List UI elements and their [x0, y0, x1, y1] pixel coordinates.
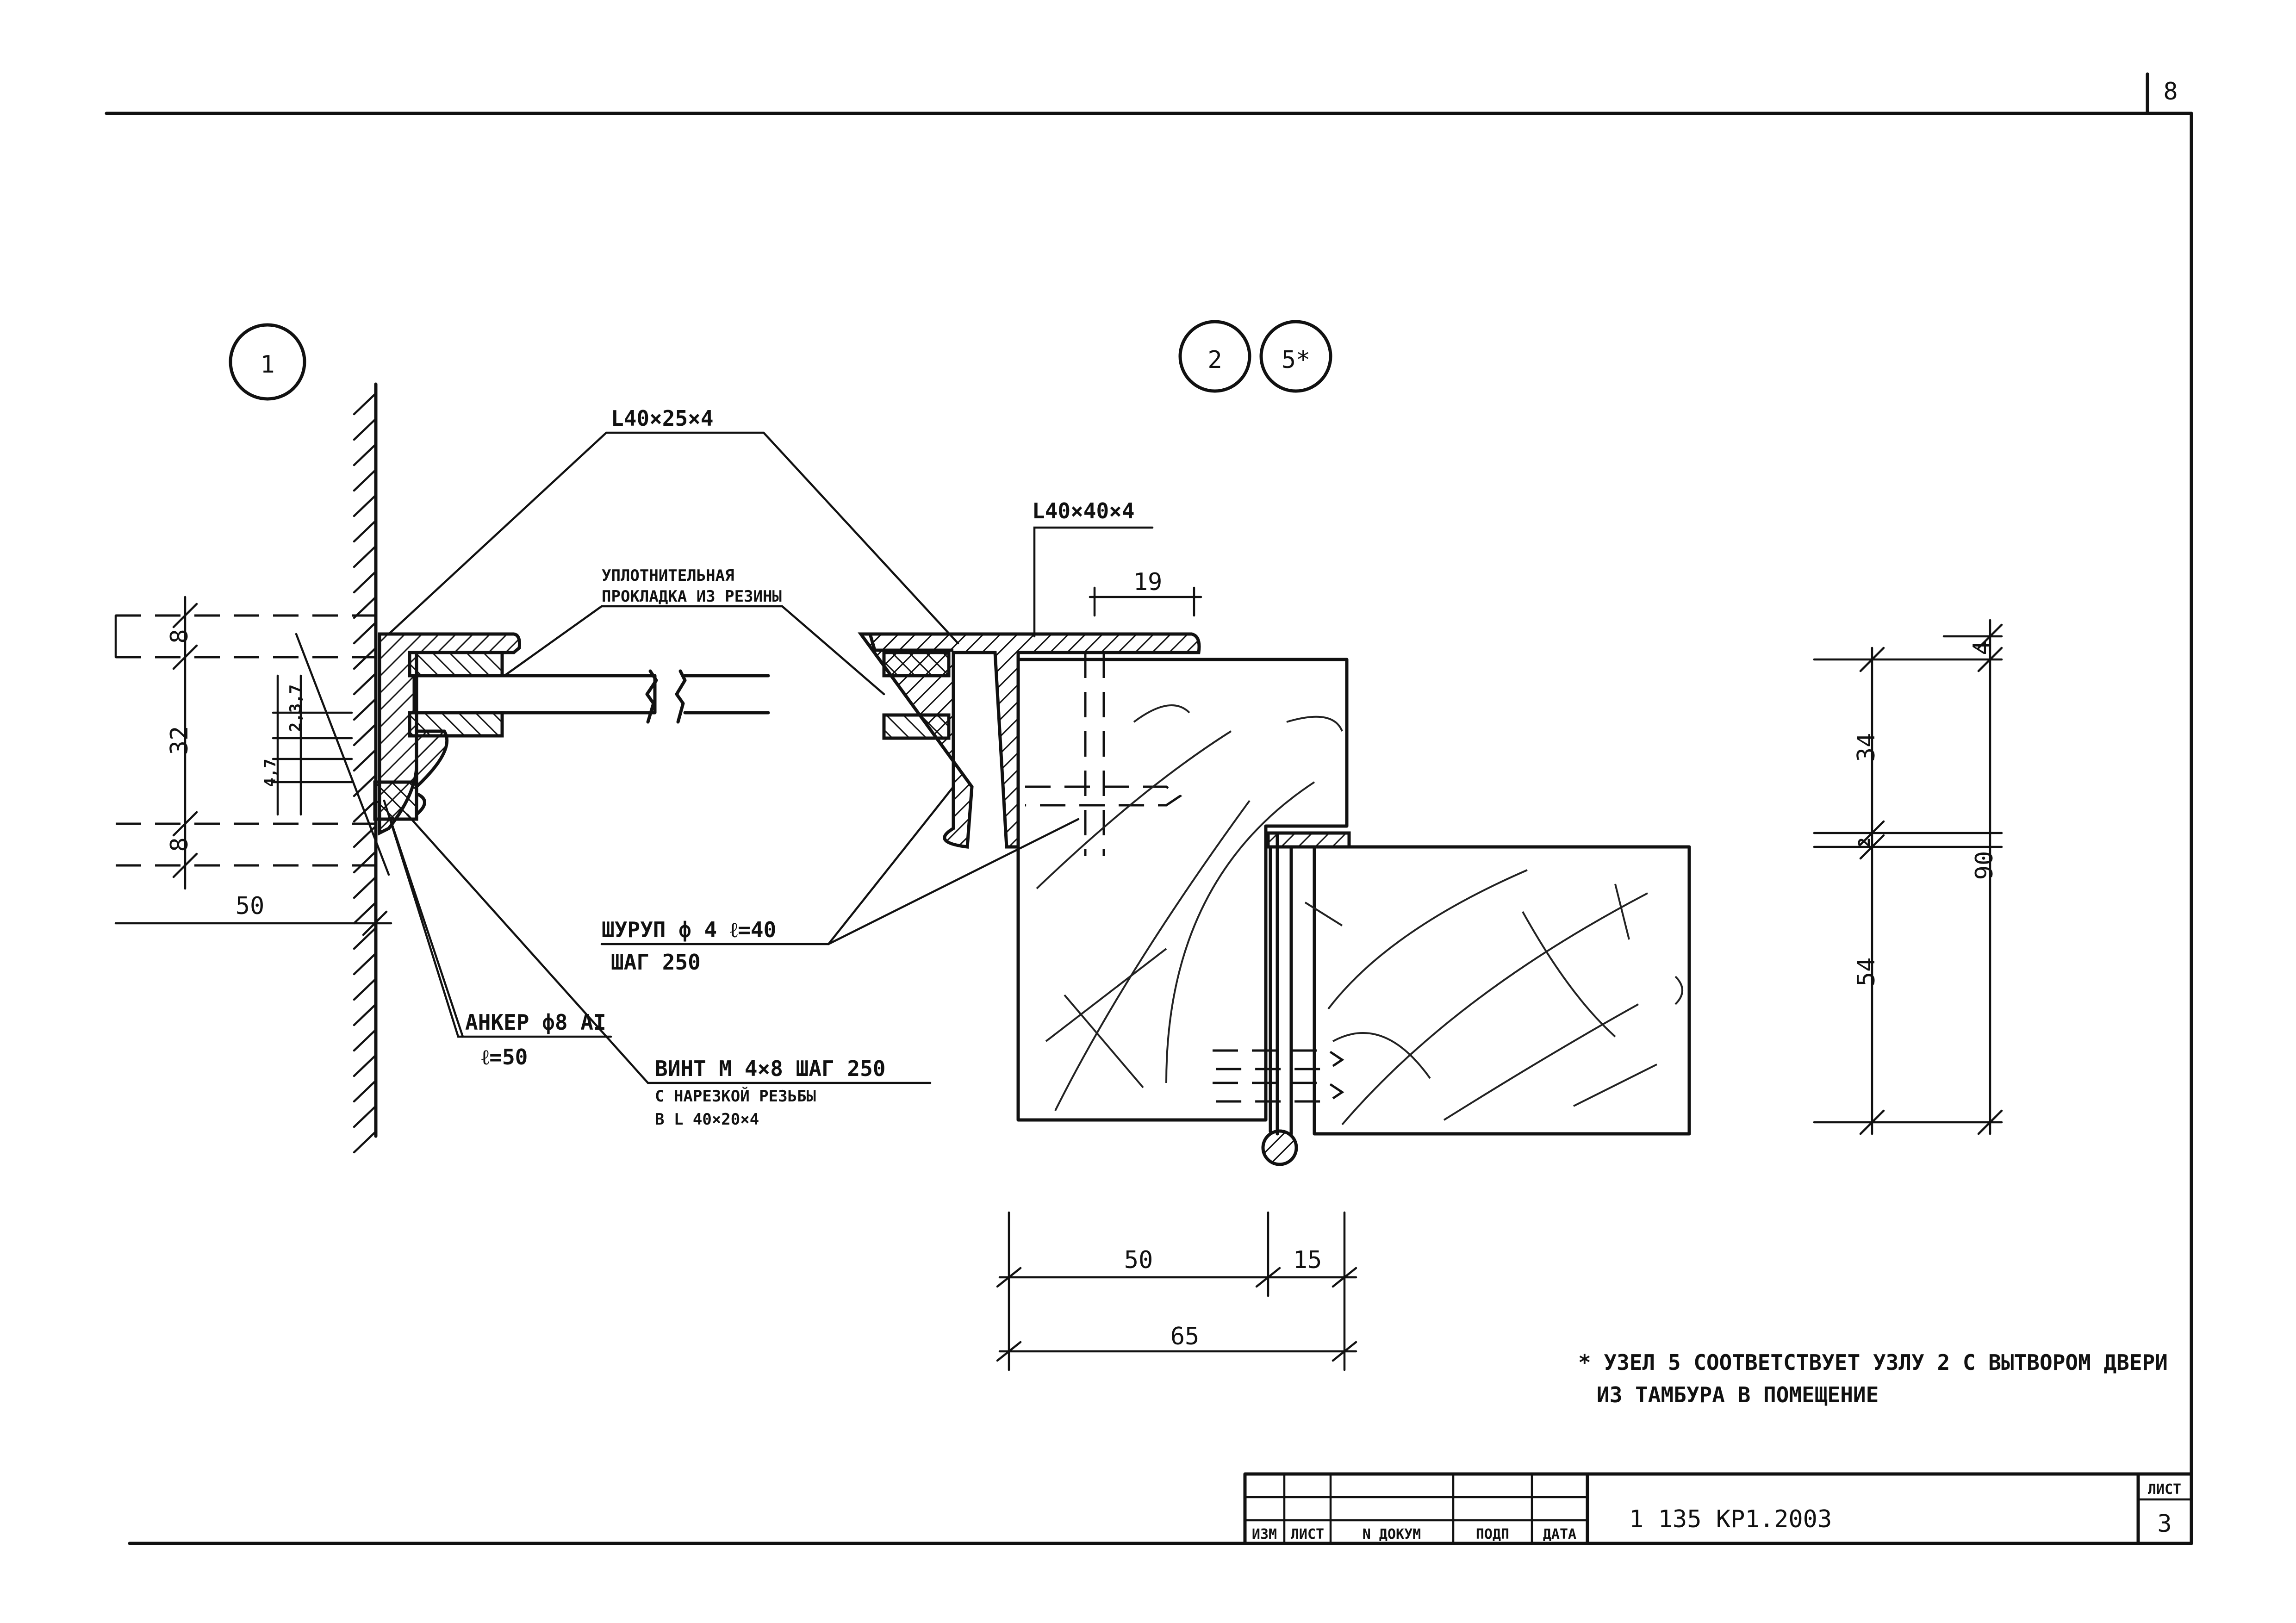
wall-hatch-stroke: [353, 1079, 377, 1103]
label-screw-1: ШУРУП ф 4 ℓ=40: [602, 917, 776, 942]
dim-54: 54: [1853, 958, 1880, 987]
wall-hatch-stroke: [353, 519, 377, 543]
drawing-code: 1 135 КР1.2003: [1629, 1505, 1832, 1533]
dim-50-bottom: 50: [1124, 1246, 1153, 1274]
gasket-node-2: [882, 651, 951, 678]
gasket-node-1: [408, 651, 504, 678]
wall-hatch-stroke: [353, 570, 377, 594]
dim-2-3-7: 2,3,7: [286, 684, 305, 732]
dim-4-7: 4,7: [261, 759, 280, 787]
col-izm: ИЗМ: [1252, 1526, 1277, 1542]
label-bolt-3: В L 40×20×4: [655, 1110, 759, 1129]
angle-lip-node-1: [415, 729, 449, 791]
right-dimension-chain: 4 34 2 54 90: [1813, 619, 2003, 1135]
wall-hatch-stroke: [353, 1130, 377, 1154]
wall-hatch-stroke: [353, 468, 377, 492]
angle-profile-node-2: [858, 632, 1201, 849]
dim-15: 15: [1293, 1246, 1322, 1274]
anchor-bolt: [373, 780, 418, 821]
label-angle-40x25: L40×25×4: [611, 406, 714, 431]
door-frame-block: [1016, 658, 1349, 1122]
label-gasket-2: ПРОКЛАДКА ИЗ РЕЗИНЫ: [602, 587, 782, 606]
wall-hatch-stroke: [353, 901, 377, 925]
wood-screws: [1025, 653, 1344, 1103]
dim-90: 90: [1971, 851, 1998, 880]
dim-50-left: 50: [236, 892, 265, 920]
label-anchor-2: ℓ=50: [481, 1045, 528, 1070]
node-1-detail: 1 8 32 8: [114, 323, 770, 1154]
node-2-detail: 2 5*: [858, 320, 1691, 1371]
sheet-top-number: 8: [2163, 78, 2178, 106]
glass-panel-left: [412, 674, 657, 715]
dim-34: 34: [1853, 733, 1880, 762]
note-line-1: * УЗЕЛ 5 СООТВЕТСТВУЕТ УЗЛУ 2 С ВЫТВОРОМ…: [1578, 1350, 2168, 1375]
wall-hatch-stroke: [353, 621, 377, 645]
label-screw-2: ШАГ 250: [611, 950, 701, 975]
dim-65: 65: [1170, 1323, 1200, 1350]
wall-hatch-stroke: [353, 1003, 377, 1026]
sheet-number: 3: [2157, 1510, 2172, 1538]
sheet-frame: 8: [105, 72, 2193, 1545]
wall-hatch-stroke: [353, 977, 377, 1001]
wall-hatch-stroke: [353, 850, 377, 874]
wall-hatch-stroke: [353, 723, 377, 746]
wall-hatch-stroke: [353, 672, 377, 696]
dim-8-top: 8: [166, 629, 193, 643]
col-podp: ПОДП: [1476, 1526, 1509, 1542]
col-list: ЛИСТ: [1291, 1526, 1324, 1542]
wall-hatch-stroke: [353, 545, 377, 568]
wall-hatch-stroke: [353, 417, 377, 441]
wall-hatching: [353, 392, 377, 1154]
wall-hatch-stroke: [353, 697, 377, 721]
label-anchor-1: АНКЕР ф8 АI: [465, 1010, 606, 1035]
wall-hatch-stroke: [353, 876, 377, 899]
node-2-label: 2: [1207, 346, 1222, 374]
wall-hatch-stroke: [353, 1054, 377, 1077]
wall-hatch-stroke: [353, 494, 377, 517]
door-leaf-block: [1276, 845, 1691, 1136]
title-block: ИЗМ ЛИСТ N ДОКУМ ПОДП ДАТА 1 135 КР1.200…: [1243, 1472, 2193, 1545]
col-data: ДАТА: [1543, 1526, 1576, 1542]
note-line-2: ИЗ ТАМБУРА В ПОМЕЩЕНИЕ: [1597, 1382, 1879, 1407]
wood-grain: [1036, 704, 1683, 1126]
door-hinge: [1261, 1129, 1298, 1166]
node-2-marker: [1178, 320, 1251, 393]
label-gasket-1: УПЛОТНИТЕЛЬНАЯ: [602, 566, 734, 585]
dim-8-bottom: 8: [166, 837, 193, 852]
node-5-marker: [1259, 320, 1332, 393]
wall-hatch-stroke: [353, 443, 377, 466]
label-bolt-1: ВИНТ М 4×8 ШАГ 250: [655, 1056, 886, 1081]
wall-hatch-stroke: [353, 1105, 377, 1128]
col-n-dokum: N ДОКУМ: [1363, 1526, 1421, 1542]
door-seal-strip: [1266, 831, 1351, 849]
dim-19: 19: [1133, 568, 1163, 596]
wall-hatch-stroke: [353, 1028, 377, 1052]
label-bolt-2: С НАРЕЗКОЙ РЕЗЬБЫ: [655, 1087, 816, 1106]
node-1-marker: [229, 323, 306, 401]
wall-hatch-stroke: [353, 927, 377, 950]
leader-lines: L40×25×4 УПЛОТНИТЕЛЬНАЯ ПРОКЛАДКА ИЗ РЕЗ…: [383, 406, 1080, 1129]
dim-32: 32: [166, 726, 193, 755]
dim-4: 4: [1968, 640, 1996, 655]
label-angle-40x40: L40×40×4: [1032, 498, 1135, 523]
footnote: * УЗЕЛ 5 СООТВЕТСТВУЕТ УЗЛУ 2 С ВЫТВОРОМ…: [1578, 1350, 2168, 1407]
sheet-label: ЛИСТ: [2148, 1481, 2181, 1498]
wall-hatch-stroke: [353, 748, 377, 772]
wall-hatch-stroke: [353, 952, 377, 976]
dim-2: 2: [1855, 838, 1874, 847]
wall-hatch-stroke: [353, 392, 377, 416]
node-1-label: 1: [260, 351, 274, 379]
wall-hatch-stroke: [353, 825, 377, 848]
node-5-label: 5*: [1282, 346, 1311, 374]
